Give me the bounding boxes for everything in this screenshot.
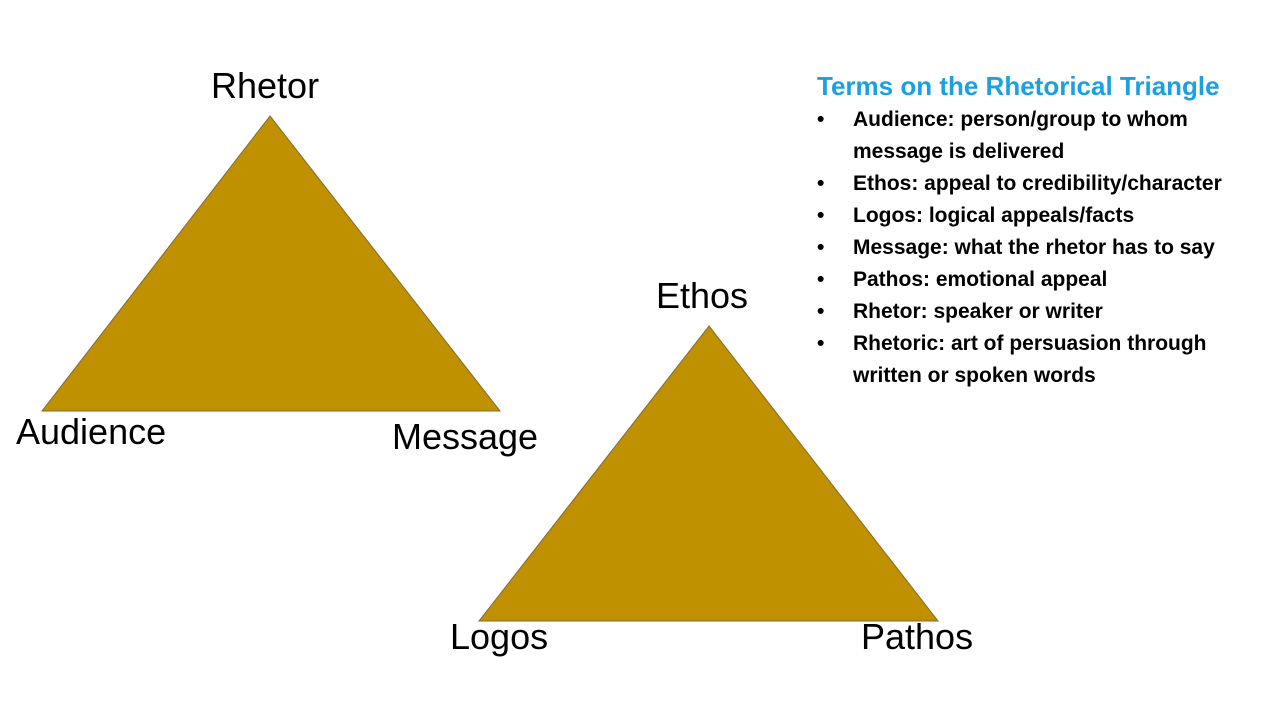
term-item-logos: • Logos: logical appeals/facts [817,200,1262,232]
term-text: Audience: person/group to whom message i… [853,108,1188,163]
term-item-rhetoric: • Rhetoric: art of persuasion through wr… [817,328,1262,392]
bullet-icon: • [817,300,825,323]
vertex-label-rhetor: Rhetor [211,65,320,106]
bullet-icon: • [817,108,825,131]
term-text: Rhetor: speaker or writer [853,300,1103,323]
bullet-icon: • [817,268,825,291]
vertex-label-audience: Audience [16,411,167,452]
ethos-triangle [477,325,940,622]
rhetor-triangle [40,115,502,412]
term-item-audience: • Audience: person/group to whom message… [817,104,1262,168]
vertex-label-pathos: Pathos [861,616,974,657]
term-text: Pathos: emotional appeal [853,268,1108,291]
term-item-ethos: • Ethos: appeal to credibility/character [817,168,1262,200]
bullet-icon: • [817,204,825,227]
terms-list: • Audience: person/group to whom message… [817,104,1262,392]
bullet-icon: • [817,236,825,259]
term-item-pathos: • Pathos: emotional appeal [817,264,1262,296]
vertex-label-message: Message [392,416,539,457]
term-text: Rhetoric: art of persuasion through writ… [853,332,1207,387]
term-text: Ethos: appeal to credibility/character [853,172,1222,195]
term-item-rhetor: • Rhetor: speaker or writer [817,296,1262,328]
term-item-message: • Message: what the rhetor has to say [817,232,1262,264]
term-text: Message: what the rhetor has to say [853,236,1215,259]
bullet-icon: • [817,172,825,195]
terms-title: Terms on the Rhetorical Triangle [817,71,1220,101]
terms-panel: Terms on the Rhetorical Triangle • Audie… [817,70,1262,392]
bullet-icon: • [817,332,825,355]
term-text: Logos: logical appeals/facts [853,204,1135,227]
vertex-label-ethos: Ethos [656,275,749,316]
vertex-label-logos: Logos [450,616,549,657]
